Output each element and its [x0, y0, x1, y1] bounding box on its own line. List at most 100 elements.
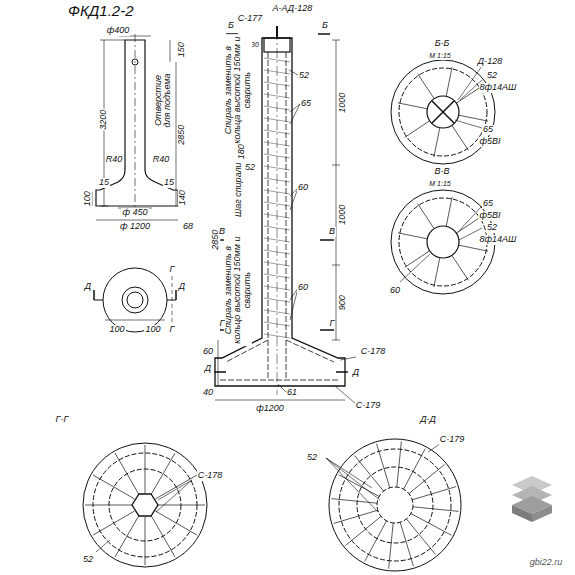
drawing-title: ФКД1.2-2: [68, 2, 134, 19]
rebar-line: [452, 255, 469, 280]
rebar-spokes: [398, 67, 488, 157]
dimension-label: 52: [298, 71, 310, 80]
spiral-turn: [264, 70, 290, 74]
dimension-label: 2850: [177, 124, 186, 146]
spiral-turn: [264, 82, 290, 86]
dimension-label: 52: [82, 555, 94, 564]
dimension-label: С-177: [237, 14, 264, 23]
section-g-g: [83, 443, 207, 567]
dimension-label: 52: [486, 71, 498, 80]
dimension-label: 100: [144, 325, 161, 334]
dimension-label: R40: [152, 155, 171, 164]
dimension-label: Б: [321, 21, 329, 30]
rebar-line: [400, 522, 413, 566]
spiral-ticks: [264, 58, 290, 338]
dimension-label: М 1:15: [428, 180, 451, 187]
spiral-turn: [264, 190, 290, 194]
dimension-label: Г: [219, 319, 226, 328]
dimension-label: Г: [329, 319, 336, 328]
dimension-label: 140: [178, 189, 187, 206]
dimension-label: Шаг спирали: [233, 162, 242, 219]
dimension-label: 61: [286, 388, 298, 397]
rebar-spokes: [398, 197, 488, 287]
rebar-line: [85, 505, 133, 506]
dimension-label: Д: [178, 282, 186, 291]
rebar-line: [115, 453, 139, 495]
rebar-line: [377, 444, 390, 488]
dimension-label: 100: [108, 325, 125, 334]
rebar-line: [151, 453, 175, 495]
dimension-label: 150: [177, 41, 186, 58]
dimension-label: 1000: [338, 204, 347, 226]
dimension-label: Спираль заменить в кольца высотой 150мм …: [224, 34, 252, 146]
dimension-label: 3200: [99, 109, 108, 131]
dimension-label: С-179: [355, 401, 382, 410]
plan-view: [94, 268, 176, 332]
section-a-a: [214, 26, 356, 404]
spiral-turn: [264, 226, 290, 230]
rebar-line: [334, 510, 378, 523]
spiral-turn: [264, 58, 290, 62]
dimension-label: С-178: [197, 471, 224, 480]
rebar-line: [456, 87, 481, 104]
dimension-label: ф400: [106, 26, 131, 35]
dimension-label: 8ф14АШ: [479, 83, 518, 92]
dimension-label: С-178: [360, 347, 387, 356]
rebar-line: [155, 511, 197, 535]
dimension-label: 65: [300, 99, 312, 108]
rebar-line: [412, 487, 456, 500]
rebar-line: [115, 515, 139, 557]
rebar-line: [405, 251, 430, 268]
dimension-label: 1000: [338, 92, 347, 114]
spiral-turn: [264, 286, 290, 290]
spiral-turn: [264, 274, 290, 278]
rebar-line: [434, 128, 440, 157]
dimension-label: Б-Б: [434, 39, 451, 48]
section-d-d: [326, 439, 461, 571]
rebar-line: [389, 523, 394, 569]
dimension-label: Г-Г: [55, 415, 70, 424]
spiral-turn: [264, 334, 290, 338]
rebar-line: [409, 464, 445, 493]
spiral-turn: [264, 118, 290, 122]
dimension-label: 100: [83, 190, 92, 207]
rebar-line: [145, 517, 146, 565]
elevation-view: [92, 34, 178, 220]
dimension-label: 52: [486, 223, 498, 232]
rebar-line: [418, 74, 435, 99]
dimension-label: Отверстие для подъема: [154, 66, 173, 134]
dimension-label: 15: [163, 178, 175, 187]
dimension-label: 60: [389, 286, 401, 295]
dimension-label: Д-128: [477, 57, 503, 66]
dimension-label: В: [328, 227, 336, 236]
dimension-label: gbi22.ru: [529, 558, 564, 567]
rebar-line: [145, 445, 146, 493]
rebar-line: [446, 67, 452, 96]
dimension-label: 60: [297, 283, 309, 292]
spiral-turn: [264, 142, 290, 146]
rebar-line: [331, 499, 377, 504]
rebar-line: [446, 197, 452, 226]
dimension-label: ф1200: [255, 404, 285, 413]
dimension-label: R40: [105, 155, 124, 164]
spiral-turn: [264, 106, 290, 110]
spiral-turn: [264, 250, 290, 254]
rebar-line: [398, 103, 427, 109]
dimension-label: 60: [202, 347, 214, 356]
spiral-turn: [264, 310, 290, 314]
rebar-line: [459, 115, 488, 121]
dimension-label: 15: [98, 178, 110, 187]
spiral-turn: [264, 94, 290, 98]
dimension-label: 68: [182, 222, 194, 231]
rebar-line: [397, 441, 402, 487]
spiral-turn: [264, 154, 290, 158]
dimension-label: Г: [169, 265, 176, 274]
rebar-line: [354, 455, 383, 491]
dimension-label: 52: [306, 453, 318, 462]
dimension-label: 8ф14АШ: [479, 235, 518, 244]
rebar-line: [459, 245, 488, 251]
dimension-label: ф5ВI: [478, 137, 501, 146]
section-b-b: [391, 60, 495, 164]
dimension-label: ф 1200: [119, 222, 151, 231]
dimension-label: 65: [482, 125, 494, 134]
